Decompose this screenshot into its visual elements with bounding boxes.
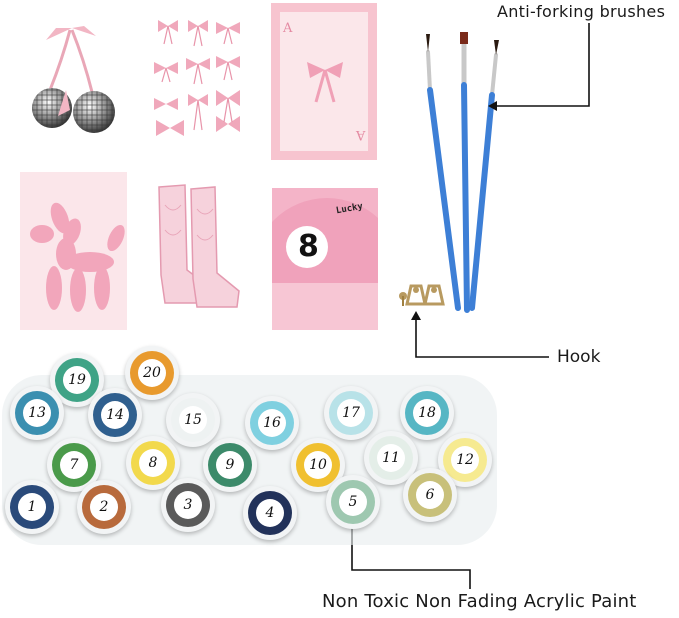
paint-pot-number: 6 bbox=[425, 487, 435, 503]
paint-pot-number: 17 bbox=[342, 405, 360, 421]
paint-pot: 15 bbox=[166, 393, 220, 447]
hook-label: Hook bbox=[557, 347, 601, 367]
paint-pot: 5 bbox=[326, 475, 380, 529]
paint-pot: 3 bbox=[161, 478, 215, 532]
disco-ball-cherries-art bbox=[32, 26, 115, 133]
eight-number: 8 bbox=[298, 229, 319, 264]
paint-pot: 9 bbox=[203, 438, 257, 492]
paint-pot: 2 bbox=[77, 480, 131, 534]
pink-bows-art bbox=[154, 20, 240, 136]
ace-bow-card-art: A A bbox=[271, 3, 377, 160]
paint-pot: 8 bbox=[126, 436, 180, 490]
lucky-eight-ball-art: Lucky 8 bbox=[272, 188, 378, 330]
paint-label: Non Toxic Non Fading Acrylic Paint bbox=[322, 591, 637, 612]
paint-pot-number: 19 bbox=[68, 372, 86, 388]
cowboy-boots-art bbox=[147, 175, 245, 320]
brushes-label: Anti-forking brushes bbox=[497, 2, 666, 21]
paint-pot-number: 16 bbox=[263, 415, 281, 431]
paint-pot: 1 bbox=[5, 480, 59, 534]
paint-pot-number: 7 bbox=[69, 457, 79, 473]
paint-pot: 14 bbox=[88, 388, 142, 442]
paint-pot-number: 18 bbox=[418, 405, 436, 421]
paint-pot-number: 2 bbox=[99, 499, 109, 515]
paint-pot-number: 1 bbox=[27, 499, 37, 515]
paint-pot: 13 bbox=[10, 386, 64, 440]
paint-brushes bbox=[426, 32, 499, 313]
paint-pot-number: 5 bbox=[348, 494, 358, 510]
bow-icon bbox=[307, 62, 343, 103]
paint-pot-number: 14 bbox=[106, 407, 124, 423]
ace-top-letter: A bbox=[283, 21, 293, 36]
paint-pot-number: 3 bbox=[183, 497, 193, 513]
paint-pot: 18 bbox=[400, 386, 454, 440]
paint-pot: 6 bbox=[403, 468, 457, 522]
paint-pot: 16 bbox=[245, 396, 299, 450]
balloon-dog-art bbox=[20, 172, 127, 330]
paint-pot: 4 bbox=[243, 486, 297, 540]
paint-pot-number: 8 bbox=[148, 455, 158, 471]
paint-pot: 17 bbox=[324, 386, 378, 440]
paint-pot-number: 4 bbox=[265, 505, 275, 521]
paint-pot-number: 9 bbox=[225, 457, 235, 473]
paint-pot-number: 15 bbox=[184, 412, 202, 428]
paint-pot-number: 11 bbox=[382, 450, 400, 466]
paint-pot: 20 bbox=[125, 346, 179, 400]
paint-pot-number: 13 bbox=[28, 405, 46, 421]
paint-pot-number: 20 bbox=[143, 365, 161, 381]
hook-hardware bbox=[399, 284, 445, 306]
paint-pot: 7 bbox=[47, 438, 101, 492]
paint-pot-number: 12 bbox=[456, 452, 474, 468]
paint-pot-number: 10 bbox=[309, 457, 327, 473]
